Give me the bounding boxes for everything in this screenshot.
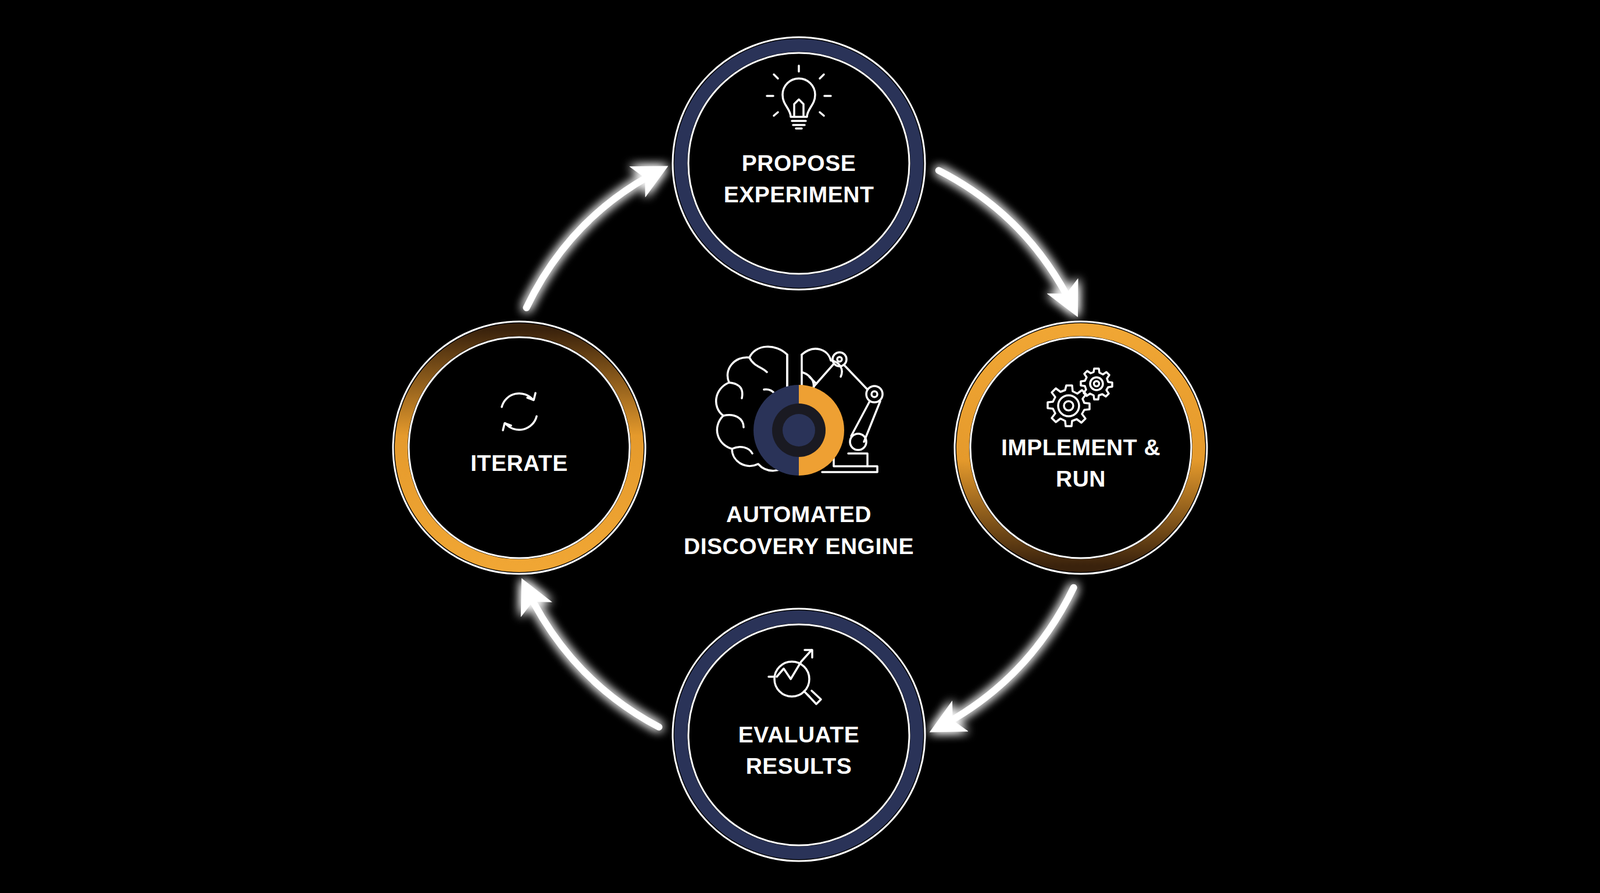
step-circle: ITERATE [391,320,647,575]
lightbulb-icon [766,65,831,129]
ring-outline [391,320,647,575]
engine-title: AUTOMATED DISCOVERY ENGINE [670,498,927,563]
step-label: EVALUATE RESULTS [711,719,887,782]
engine-emblem [716,346,883,476]
step-label: ITERATE [470,447,568,480]
step-circle: PROPOSE EXPERIMENT [671,36,927,291]
cycle-arrow [938,587,1074,728]
cycle-arrow [938,170,1074,308]
gears-icon [1047,368,1113,427]
step-circle: EVALUATE RESULTS [671,607,927,863]
step-label: IMPLEMENT & RUN [993,431,1169,495]
cycle-arrow [526,170,659,309]
step-circle: IMPLEMENT & RUN [953,320,1209,575]
step-label: PROPOSE EXPERIMENT [711,147,887,211]
analytics-icon [768,650,821,705]
core-donut [753,384,845,476]
refresh-icon [501,393,537,431]
cycle-arrow [526,587,660,728]
